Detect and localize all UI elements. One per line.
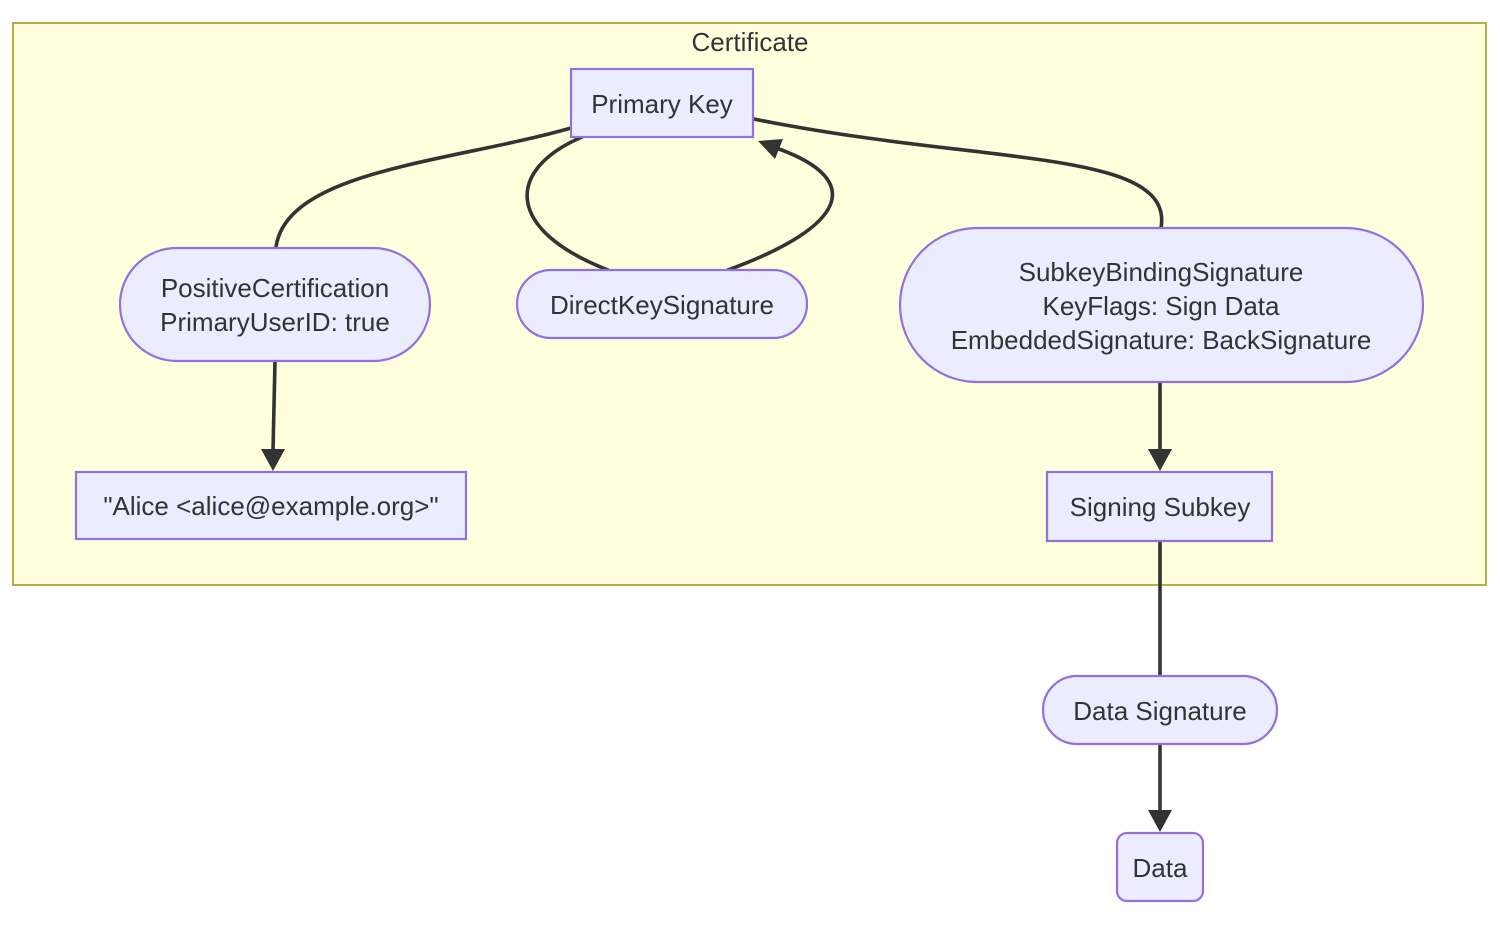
node-subkey-binding-signature: SubkeyBindingSignature KeyFlags: Sign Da… [898, 226, 1425, 384]
arrowhead-data [1148, 810, 1172, 832]
node-user-id: "Alice <alice@example.org>" [74, 470, 468, 541]
subkey-binding-signature-box [898, 226, 1425, 384]
positive-certification-line1: PositiveCertification [161, 273, 389, 303]
nodes-layer: Primary Key PositiveCertification Primar… [74, 67, 1425, 903]
subkey-binding-signature-line2: KeyFlags: Sign Data [1042, 291, 1280, 321]
edge-primarykey-positivecertification [274, 126, 573, 249]
edge-primarykey-directkeysignature [525, 135, 610, 272]
primary-key-box [569, 67, 755, 139]
subkey-binding-signature-line1: SubkeyBindingSignature [1019, 257, 1304, 287]
certificate-title: Certificate [691, 27, 808, 57]
node-data: Data [1115, 831, 1205, 903]
arrowhead-userid [261, 449, 285, 471]
subkey-binding-signature-line3: EmbeddedSignature: BackSignature [951, 325, 1372, 355]
edge-directkeysignature-primarykey [726, 147, 835, 272]
signing-subkey-label: Signing Subkey [1070, 492, 1251, 522]
positive-certification-box [118, 246, 432, 363]
data-box [1115, 831, 1205, 903]
arrowhead-primarykey [758, 139, 783, 159]
node-signing-subkey: Signing Subkey [1045, 470, 1274, 543]
primary-key-label: Primary Key [591, 89, 733, 119]
node-data-signature: Data Signature [1041, 674, 1279, 746]
node-direct-key-signature: DirectKeySignature [515, 268, 809, 340]
user-id-box [74, 470, 468, 541]
arrowhead-signingsubkey [1148, 449, 1172, 471]
data-signature-label: Data Signature [1073, 696, 1246, 726]
edges-layer [261, 117, 1172, 832]
node-primary-key: Primary Key [569, 67, 755, 139]
positive-certification-line2: PrimaryUserID: true [160, 307, 390, 337]
data-label: Data [1133, 853, 1188, 883]
data-signature-box [1041, 674, 1279, 746]
direct-key-signature-box [515, 268, 809, 340]
signing-subkey-box [1045, 470, 1274, 543]
edge-primarykey-subkeybindingsignature [752, 117, 1164, 230]
edge-positivecertification-userid [271, 359, 277, 453]
node-positive-certification: PositiveCertification PrimaryUserID: tru… [118, 246, 432, 363]
user-id-label: "Alice <alice@example.org>" [103, 491, 438, 521]
direct-key-signature-label: DirectKeySignature [550, 290, 774, 320]
